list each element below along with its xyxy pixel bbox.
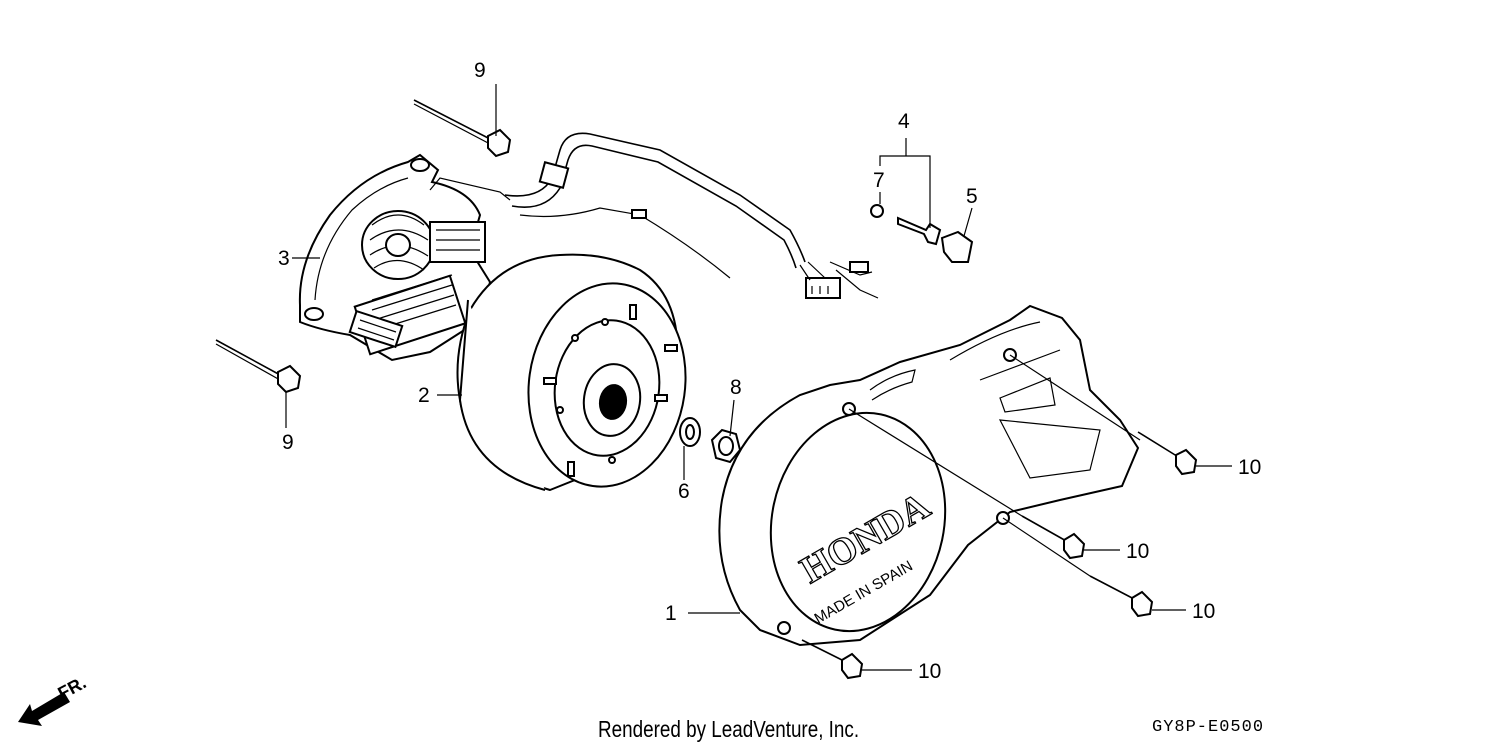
callout-10-mid: 10 <box>1126 540 1149 563</box>
sensor-assembly <box>870 204 974 263</box>
bolt-9-top <box>413 99 512 158</box>
callout-10-bottom: 10 <box>918 660 941 683</box>
crankcase-cover: HONDA MADE IN SPAIN <box>718 304 1140 647</box>
callout-8: 8 <box>730 376 742 399</box>
callout-6: 6 <box>678 480 690 503</box>
callout-9-left: 9 <box>282 431 294 454</box>
stator-assembly <box>298 153 511 362</box>
callout-2: 2 <box>418 384 430 407</box>
callout-7: 7 <box>873 169 885 192</box>
diagram-code: GY8P-E0500 <box>1152 718 1265 737</box>
bolt-9-left <box>215 339 302 394</box>
bolt-10-right <box>1137 431 1198 476</box>
wire-harness <box>504 132 879 299</box>
callout-3: 3 <box>278 247 290 270</box>
bolt-10-mid <box>1021 515 1086 560</box>
callout-5: 5 <box>966 185 978 208</box>
leader-lines <box>285 84 1232 671</box>
nut-part-8 <box>710 428 742 464</box>
footer-credit: Rendered by LeadVenture, Inc. <box>598 716 860 742</box>
front-arrow-icon <box>18 692 70 726</box>
callout-9-top: 9 <box>474 59 486 82</box>
flywheel <box>456 253 687 492</box>
callout-4: 4 <box>898 110 910 133</box>
bolt-10-bottom <box>801 639 864 680</box>
washer-hole <box>685 424 695 440</box>
callout-10-lower: 10 <box>1192 600 1215 623</box>
callout-10-right: 10 <box>1238 456 1261 479</box>
bolt-10-lower <box>1089 575 1154 618</box>
front-direction-indicator: FR. <box>18 672 89 726</box>
callout-1: 1 <box>665 602 677 625</box>
